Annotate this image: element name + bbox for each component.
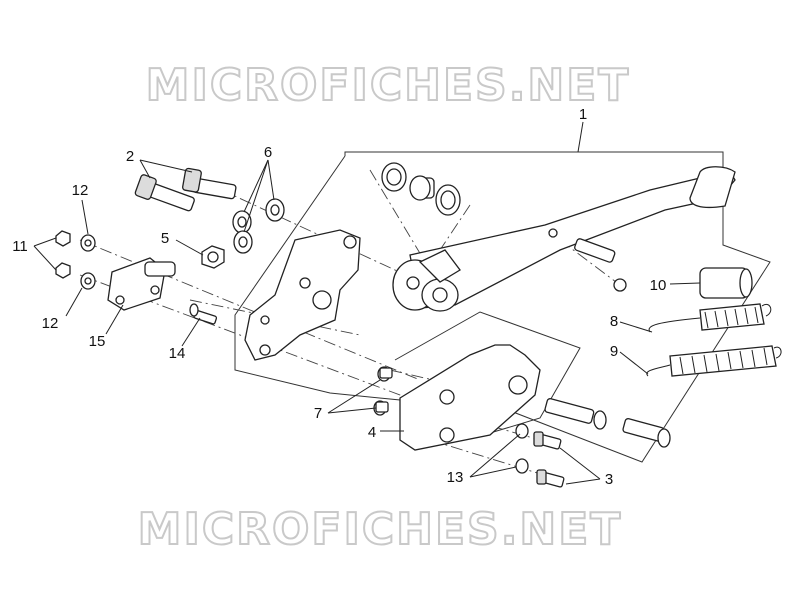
switch-15: [107, 257, 176, 311]
bolts-3-washers-13: [515, 423, 565, 488]
mounting-plate: [244, 229, 361, 361]
nut-5: [201, 245, 225, 269]
callout-15: 15: [89, 333, 106, 350]
washers-6: [232, 198, 285, 254]
spring-8: [648, 303, 772, 333]
spacers-7: [373, 366, 393, 416]
callout-14: 14: [169, 345, 186, 362]
callout-2: 2: [126, 148, 134, 165]
callout-3: 3: [605, 471, 613, 488]
callout-6: 6: [264, 144, 272, 161]
callout-5: 5: [161, 230, 169, 247]
bushings: [381, 162, 461, 216]
callout-8: 8: [610, 313, 618, 330]
small-bolt-a: [574, 238, 627, 292]
bolts-2: [134, 167, 237, 212]
sleeve-10: [699, 267, 753, 299]
callout-11: 11: [12, 238, 28, 255]
callout-7: 7: [314, 405, 322, 422]
bracket-4: [399, 344, 541, 451]
callout-10: 10: [650, 277, 667, 294]
studs: [544, 398, 671, 448]
callout-12-top: 12: [72, 182, 89, 199]
watermark-top: MICROFICHES.NET: [146, 60, 631, 111]
spring-9: [646, 345, 782, 377]
pin-14: [189, 303, 218, 325]
callout-13: 13: [447, 469, 464, 486]
watermark-bottom: MICROFICHES.NET: [138, 504, 623, 555]
callout-1: 1: [579, 106, 587, 123]
callout-9: 9: [610, 343, 618, 360]
nuts-washers-11-12: [55, 230, 96, 290]
side-stand: [392, 166, 736, 312]
leader-lines: [33, 121, 701, 485]
callout-12-bottom: 12: [42, 315, 59, 332]
callout-labels: 1 2 3 4 5 6 7 8 9 10 11 12 12 13 14 15: [12, 106, 666, 488]
callout-4: 4: [368, 424, 376, 441]
